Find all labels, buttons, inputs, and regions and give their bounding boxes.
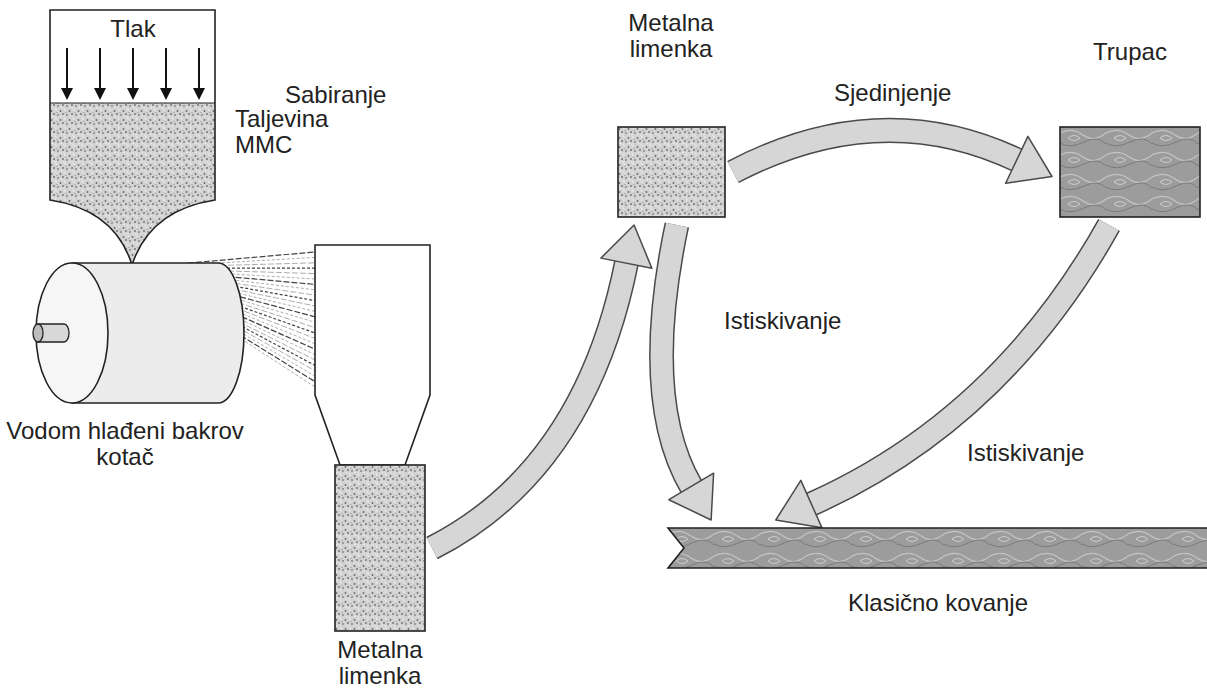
billet: Trupac: [1060, 127, 1200, 217]
collector: Sabiranje: [315, 245, 431, 466]
edge-label: Sjedinjenje: [832, 80, 953, 106]
metal-can: Metalna limenka: [335, 465, 425, 631]
block-arrow: [662, 225, 714, 520]
pressure-crucible: TlakTaljevina MMC: [50, 10, 216, 268]
block-arrow: [432, 225, 652, 548]
metal-can: Metalna limenka: [618, 127, 725, 217]
node-label: Sabiranje: [285, 82, 425, 108]
node-label: Klasično kovanje: [818, 590, 1058, 616]
block-arrow: [776, 225, 1109, 528]
metal-can-shape: [618, 127, 725, 217]
node-label: Metalna limenka: [611, 10, 731, 62]
forged-bar-shape: [668, 528, 1207, 568]
pressure-crucible-shape: [50, 10, 216, 268]
block-arrow: [733, 130, 1052, 183]
node-label: Tlak: [50, 16, 216, 42]
billet-shape: [1060, 127, 1200, 217]
node-label: Metalna limenka: [320, 637, 440, 689]
node-label: Trupac: [1070, 39, 1190, 65]
collector-shape: [315, 245, 431, 466]
metal-can-shape: [335, 465, 425, 631]
edge-label: Istiskivanje: [965, 440, 1086, 466]
node-label: Vodom hlađeni bakrov kotač: [5, 418, 245, 470]
node-label: Taljevina MMC: [235, 106, 365, 158]
forged-bar: Klasično kovanje: [668, 528, 1207, 568]
cooled-wheel-shape: [30, 258, 245, 408]
edge-label: Istiskivanje: [722, 308, 843, 334]
cooled-wheel: Vodom hlađeni bakrov kotač: [30, 258, 245, 408]
